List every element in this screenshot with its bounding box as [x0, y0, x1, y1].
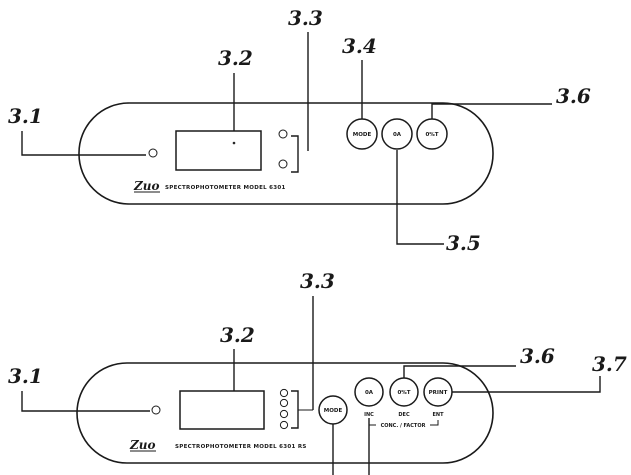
- bottom-leader-3-1: [21, 391, 150, 412]
- top-indicator-led: [148, 148, 158, 158]
- bottom-model-text: SPECTROPHOTOMETER MODEL 6301 RS: [175, 444, 307, 450]
- bottom-callout-3-7: 3.7: [592, 352, 627, 376]
- bottom-dec-label: DEC: [398, 412, 410, 418]
- top-led-lower: [278, 159, 288, 169]
- top-callout-3-3: 3.3: [288, 6, 323, 30]
- top-mode-button[interactable]: [346, 118, 378, 150]
- bottom-zero-abs-label: 0A: [365, 390, 374, 396]
- bottom-conc-factor-bracket: [368, 420, 376, 426]
- bottom-conc-factor-label: CONC. / FACTOR: [381, 423, 426, 429]
- bottom-led-4: [279, 420, 289, 430]
- top-model-text: SPECTROPHOTOMETER MODEL 6301: [165, 185, 286, 191]
- top-zero-trans-label: 0%T: [425, 132, 438, 138]
- top-zero-abs-button[interactable]: [381, 118, 413, 150]
- bottom-led-1: [279, 388, 289, 398]
- bottom-print-label: PRINT: [429, 390, 448, 396]
- bottom-brand-logo: Zuo: [129, 438, 156, 452]
- bottom-conc-factor-bracket-right: [430, 420, 439, 426]
- bottom-callout-3-6: 3.6: [520, 344, 555, 368]
- bottom-indicator-led: [151, 405, 161, 415]
- top-mode-label: MODE: [353, 132, 372, 138]
- top-bracket-3-3: [291, 135, 299, 173]
- top-callout-3-5: 3.5: [446, 231, 481, 255]
- top-panel: 3.1 3.2 3.3 3.4 MODE 0A 3.5 0%T 3.6 Zuo …: [8, 6, 591, 255]
- top-leader-3-6: [431, 103, 552, 119]
- bottom-leader-3-6: [403, 365, 516, 378]
- bottom-mode-label: MODE: [324, 408, 343, 414]
- top-display-tick: [232, 141, 236, 145]
- top-display-window: [175, 130, 262, 171]
- top-led-upper: [278, 129, 288, 139]
- bottom-zero-trans-label: 0%T: [397, 390, 410, 396]
- bottom-bracket-3-3: [291, 390, 299, 429]
- bottom-leader-3-7: [452, 376, 601, 393]
- bottom-zero-abs-button[interactable]: [354, 377, 384, 407]
- top-leader-3-5: [396, 150, 444, 245]
- top-brand-logo: Zuo: [133, 179, 160, 193]
- top-callout-3-4: 3.4: [342, 34, 377, 58]
- bottom-display-window: [179, 390, 265, 430]
- bottom-callout-3-1: 3.1: [8, 364, 43, 388]
- bottom-led-3: [279, 409, 289, 419]
- bottom-callout-3-3: 3.3: [300, 269, 335, 293]
- top-callout-3-2: 3.2: [218, 46, 253, 70]
- bottom-callout-3-2: 3.2: [220, 323, 255, 347]
- bottom-inc-label: INC: [364, 412, 374, 418]
- bottom-ent-label: ENT: [432, 412, 444, 418]
- bottom-led-2: [279, 398, 289, 408]
- bottom-panel: 3.1 3.2 3.3 MODE 0A INC 0%T DEC 3.6 PR: [8, 269, 627, 475]
- bottom-panel-outline: [76, 362, 494, 464]
- top-zero-abs-label: 0A: [393, 132, 402, 138]
- top-callout-3-6: 3.6: [556, 84, 591, 108]
- top-callout-3-1: 3.1: [8, 104, 43, 128]
- top-panel-outline: [78, 102, 494, 205]
- top-leader-3-1: [21, 131, 146, 156]
